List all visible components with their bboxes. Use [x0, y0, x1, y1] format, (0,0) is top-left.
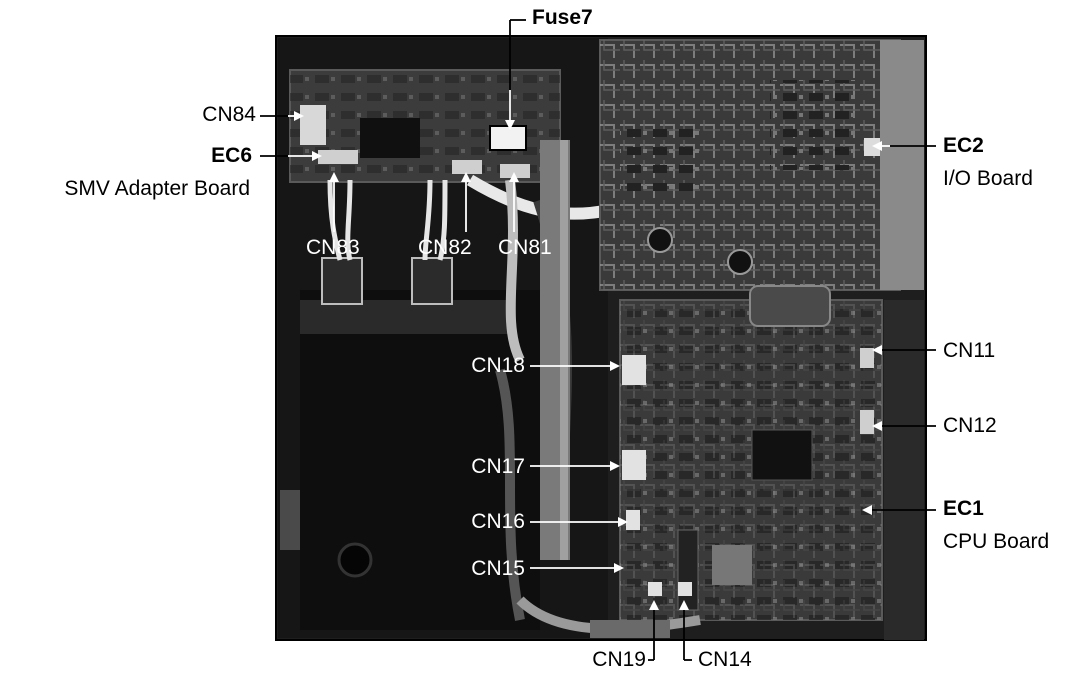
label-cn11: CN11 — [943, 339, 996, 362]
label-cn81: CN81 — [498, 236, 552, 259]
label-cn82: CN82 — [418, 236, 472, 259]
label-cn18: CN18 — [471, 354, 525, 377]
label-fuse7: Fuse7 — [532, 6, 593, 29]
label-ec2: EC2 — [943, 134, 984, 157]
label-cn17: CN17 — [471, 455, 525, 478]
label-cn12: CN12 — [943, 414, 997, 437]
label-ec6: EC6 — [211, 144, 252, 167]
label-smv-adapter-board: SMV Adapter Board — [64, 177, 250, 200]
label-cn83: CN83 — [306, 236, 360, 259]
label-cn14: CN14 — [698, 648, 752, 671]
label-cn15: CN15 — [471, 557, 525, 580]
label-ec1: EC1 — [943, 497, 984, 520]
label-io-board: I/O Board — [943, 167, 1033, 190]
label-cn19: CN19 — [592, 648, 646, 671]
label-cpu-board: CPU Board — [943, 530, 1050, 553]
label-cn84: CN84 — [202, 103, 256, 126]
label-cn16: CN16 — [471, 510, 525, 533]
